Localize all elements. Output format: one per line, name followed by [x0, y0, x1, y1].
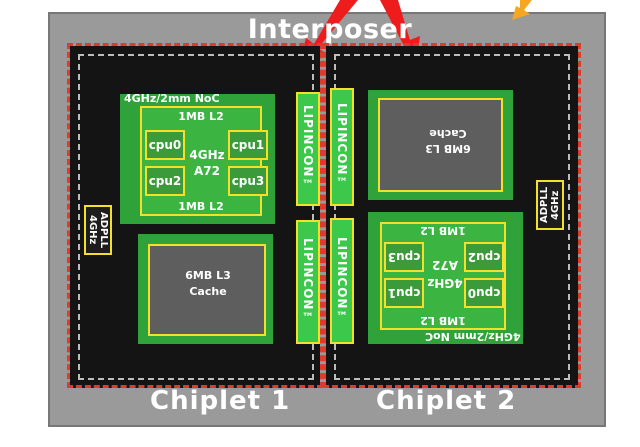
chiplet-1-cache-size: 6MB L3 — [185, 269, 231, 282]
chiplet-1-cache-label: Cache — [189, 285, 227, 298]
lipincon-left-top: LIPINCON™ — [296, 92, 320, 206]
chiplet-2-core-freq: 4GHz — [427, 276, 463, 290]
chiplet-2-cpu2: cpu2 — [464, 242, 504, 272]
chiplet-2-cache-size: 6MB L3 — [425, 142, 471, 155]
chiplet-1-adpll: 4GHz ADPLL — [84, 205, 112, 255]
chiplet-2-cache-label: Cache — [429, 127, 467, 140]
chiplet-2-l3-cache — [378, 98, 503, 192]
chiplet-2-cpu1: cpu1 — [384, 278, 424, 308]
chiplet-2-l2-top: 1MB L2 — [420, 224, 466, 237]
chiplet-1-core-freq: 4GHz — [189, 148, 225, 162]
lipincon-right-bottom-label: LIPINCON™ — [335, 237, 349, 325]
lipincon-right-top: LIPINCON™ — [330, 88, 354, 206]
chiplet-1-adpll-freq: 4GHz — [87, 215, 98, 245]
chiplet-2-boundary — [323, 43, 581, 388]
chiplet-1-l2-top: 1MB L2 — [178, 110, 224, 123]
lipincon-right-bottom: LIPINCON™ — [330, 218, 354, 344]
interposer-label: Interposer — [247, 14, 413, 45]
orange-arrow — [512, 0, 532, 20]
chiplet-2-cache-text: 6MB L3 Cache — [408, 126, 488, 156]
chiplet-2-cpu-cluster — [380, 222, 506, 330]
chiplet-1-core-type: A72 — [194, 164, 220, 178]
lipincon-left-top-label: LIPINCON™ — [301, 105, 315, 193]
chiplet-1-cpu2: cpu2 — [145, 166, 185, 196]
chiplet-2-seal-ring — [334, 54, 570, 380]
chiplet-1-boundary — [67, 43, 323, 388]
orange-arrow-shape — [512, 0, 532, 20]
chiplet-2-noc-label: 4GHz/2mm NoC — [425, 330, 521, 343]
chiplet-1-l3-cache — [148, 244, 266, 336]
chiplet-1-seal-ring — [78, 54, 314, 380]
chiplet-1-label: Chiplet 1 — [150, 386, 291, 416]
chiplet-2-cpu3: cpu3 — [384, 242, 424, 272]
chiplet-2-label: Chiplet 2 — [376, 386, 517, 416]
chiplet-1-noc-label: 4GHz/2mm NoC — [124, 92, 220, 105]
lipincon-left-bottom-label: LIPINCON™ — [301, 238, 315, 326]
chiplet-2-cpu0: cpu0 — [464, 278, 504, 308]
chiplet-1-cpu3: cpu3 — [228, 166, 268, 196]
chiplet-1-cpu1: cpu1 — [228, 130, 268, 160]
chiplet-2-core-type: A72 — [432, 258, 458, 272]
chiplet-1-l2-bottom: 1MB L2 — [178, 200, 224, 213]
chiplet-2-adpll: 4GHz ADPLL — [536, 180, 564, 230]
chiplet-1-cpu-cluster — [140, 106, 262, 216]
chiplet-1-adpll-label: ADPLL — [98, 211, 109, 249]
lipincon-right-top-label: LIPINCON™ — [335, 103, 349, 191]
chiplet-2-adpll-freq: 4GHz — [550, 190, 561, 220]
chiplet-2-adpll-label: ADPLL — [539, 186, 550, 224]
chiplet-2-l2-bottom: 1MB L2 — [420, 314, 466, 327]
chiplet-1-cpu0: cpu0 — [145, 130, 185, 160]
lipincon-left-bottom: LIPINCON™ — [296, 220, 320, 344]
